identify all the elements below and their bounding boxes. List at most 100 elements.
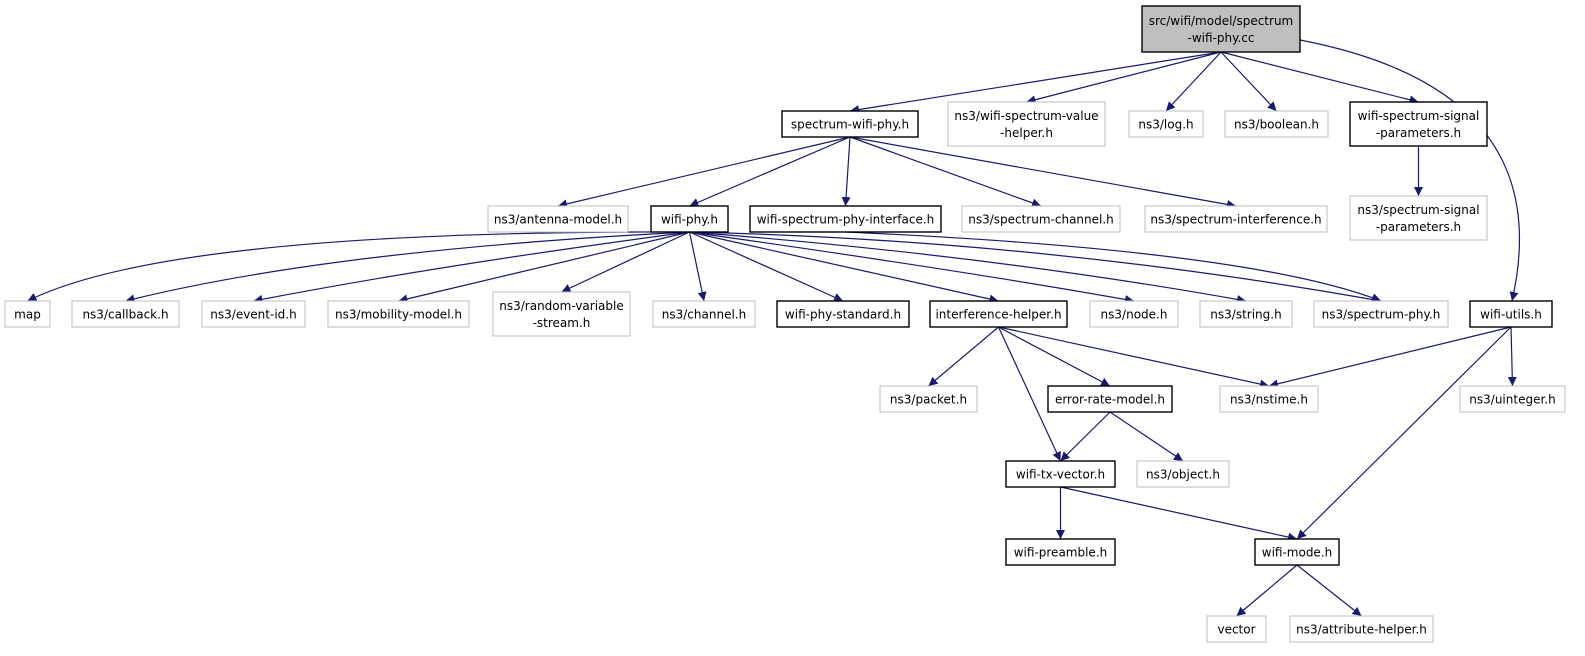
node-label: ns3/string.h <box>1210 308 1281 322</box>
node-wifi-spectrum-phy-interface[interactable]: wifi-spectrum-phy-interface.h <box>749 205 942 233</box>
node-label: ns3/antenna-model.h <box>494 213 622 227</box>
edge-root-to-wifi-spectrum-signal-parameters <box>1220 51 1419 105</box>
node-node: ns3/node.h <box>1089 300 1179 328</box>
node-mobility-model: ns3/mobility-model.h <box>327 300 470 328</box>
node-wifi-phy[interactable]: wifi-phy.h <box>650 205 729 233</box>
node-label: wifi-preamble.h <box>1014 546 1108 560</box>
node-box <box>1313 300 1449 328</box>
node-spectrum-wifi-phy[interactable]: spectrum-wifi-phy.h <box>781 110 919 138</box>
edge-wifi-utils-to-wifi-mode <box>1296 326 1512 540</box>
node-box <box>650 205 729 233</box>
node-error-rate-model[interactable]: error-rate-model.h <box>1047 385 1173 413</box>
node-uinteger: ns3/uinteger.h <box>1459 385 1566 413</box>
node-map: map <box>4 300 51 328</box>
node-box <box>487 205 629 233</box>
node-box <box>4 300 51 328</box>
node-label: -parameters.h <box>1376 220 1461 234</box>
node-label: -helper.h <box>1000 126 1053 140</box>
node-channel: ns3/channel.h <box>652 300 756 328</box>
node-interference-helper[interactable]: interference-helper.h <box>929 300 1068 328</box>
node-label: ns3/channel.h <box>662 308 746 322</box>
node-box <box>1219 385 1319 413</box>
edge-root-to-boolean <box>1220 51 1277 112</box>
node-label: -stream.h <box>533 316 591 330</box>
node-box <box>652 300 756 328</box>
node-box <box>1206 615 1267 643</box>
edge-wifi-phy-to-random-variable-stream <box>561 231 690 293</box>
node-event-id: ns3/event-id.h <box>201 300 306 328</box>
node-box <box>929 300 1068 328</box>
edge-interference-helper-to-packet <box>928 326 999 387</box>
node-callback: ns3/callback.h <box>71 300 180 328</box>
node-box <box>961 205 1121 233</box>
edge-wifi-mode-to-vector <box>1236 564 1298 617</box>
node-ns3-spectrum-signal-parameters: ns3/spectrum-signal -parameters.h <box>1349 195 1488 241</box>
edge-wifi-phy-to-interference-helper <box>689 231 999 304</box>
node-box <box>1349 195 1488 241</box>
node-antenna-model: ns3/antenna-model.h <box>487 205 629 233</box>
edge-wifi-phy-to-wifi-phy-standard <box>689 231 844 302</box>
edge-wifi-utils-to-nstime <box>1268 326 1512 389</box>
edge-wifi-tx-vector-to-wifi-mode <box>1060 486 1298 542</box>
node-label: ns3/node.h <box>1101 308 1168 322</box>
node-box <box>492 291 631 337</box>
node-box <box>1141 5 1301 53</box>
node-wifi-tx-vector[interactable]: wifi-tx-vector.h <box>1005 460 1116 488</box>
node-label: -wifi-phy.cc <box>1188 31 1255 45</box>
edge-wifi-spectrum-phy-interface-to-spectrum-phy <box>845 231 1382 302</box>
node-string: ns3/string.h <box>1199 300 1293 328</box>
node-nstime: ns3/nstime.h <box>1219 385 1319 413</box>
node-object: ns3/object.h <box>1136 460 1230 488</box>
node-label: wifi-spectrum-signal <box>1358 109 1480 123</box>
node-box <box>1144 205 1328 233</box>
node-box <box>1136 460 1230 488</box>
node-wifi-spectrum-value-helper: ns3/wifi-spectrum-value-helper.h <box>947 101 1106 147</box>
node-box <box>947 101 1106 147</box>
edge-wifi-utils-to-uinteger <box>1507 326 1517 387</box>
node-label: ns3/nstime.h <box>1230 393 1308 407</box>
node-box <box>1459 385 1566 413</box>
node-wifi-phy-standard[interactable]: wifi-phy-standard.h <box>776 300 910 328</box>
node-label: ns3/log.h <box>1138 118 1193 132</box>
node-wifi-spectrum-signal-parameters[interactable]: wifi-spectrum-signal-parameters.h <box>1349 101 1488 147</box>
node-root[interactable]: src/wifi/model/spectrum-wifi-phy.cc <box>1141 5 1301 53</box>
node-label: wifi-mode.h <box>1262 546 1333 560</box>
edge-interference-helper-to-nstime <box>998 326 1270 389</box>
edge-wifi-phy-to-node <box>689 231 1135 304</box>
node-label: ns3/spectrum-channel.h <box>968 213 1114 227</box>
edge-wifi-phy-to-callback <box>125 231 690 304</box>
node-box <box>71 300 180 328</box>
node-box <box>327 300 470 328</box>
node-label: wifi-spectrum-phy-interface.h <box>757 213 935 227</box>
node-label: ns3/mobility-model.h <box>335 308 462 322</box>
node-box <box>1224 110 1329 138</box>
node-box <box>201 300 306 328</box>
node-log: ns3/log.h <box>1128 110 1204 138</box>
node-label: ns3/random-variable <box>499 299 624 313</box>
node-label: map <box>14 308 41 322</box>
node-label: ns3/spectrum-signal <box>1357 203 1479 217</box>
node-box <box>879 385 978 413</box>
node-label: wifi-utils.h <box>1480 308 1542 322</box>
node-box <box>1199 300 1293 328</box>
node-label: ns3/callback.h <box>82 308 168 322</box>
node-wifi-mode[interactable]: wifi-mode.h <box>1254 538 1340 566</box>
node-box <box>1128 110 1204 138</box>
node-label: ns3/event-id.h <box>210 308 296 322</box>
node-label: interference-helper.h <box>935 308 1061 322</box>
node-wifi-preamble[interactable]: wifi-preamble.h <box>1005 538 1116 566</box>
edge-wifi-phy-to-event-id <box>253 231 690 304</box>
edge-wifi-mode-to-attribute-helper <box>1296 564 1362 617</box>
node-label: ns3/boolean.h <box>1234 118 1319 132</box>
edge-spectrum-wifi-phy-to-spectrum-channel <box>849 136 1042 208</box>
node-box <box>1254 538 1340 566</box>
node-layer: src/wifi/model/spectrum-wifi-phy.cc spect… <box>4 5 1566 643</box>
node-boolean: ns3/boolean.h <box>1224 110 1329 138</box>
node-box <box>1349 101 1488 147</box>
node-attribute-helper: ns3/attribute-helper.h <box>1289 615 1434 643</box>
node-spectrum-channel: ns3/spectrum-channel.h <box>961 205 1121 233</box>
node-label: ns3/spectrum-phy.h <box>1322 308 1441 322</box>
edge-wifi-phy-to-map <box>27 231 690 302</box>
node-label: error-rate-model.h <box>1055 393 1165 407</box>
node-wifi-utils[interactable]: wifi-utils.h <box>1469 300 1553 328</box>
